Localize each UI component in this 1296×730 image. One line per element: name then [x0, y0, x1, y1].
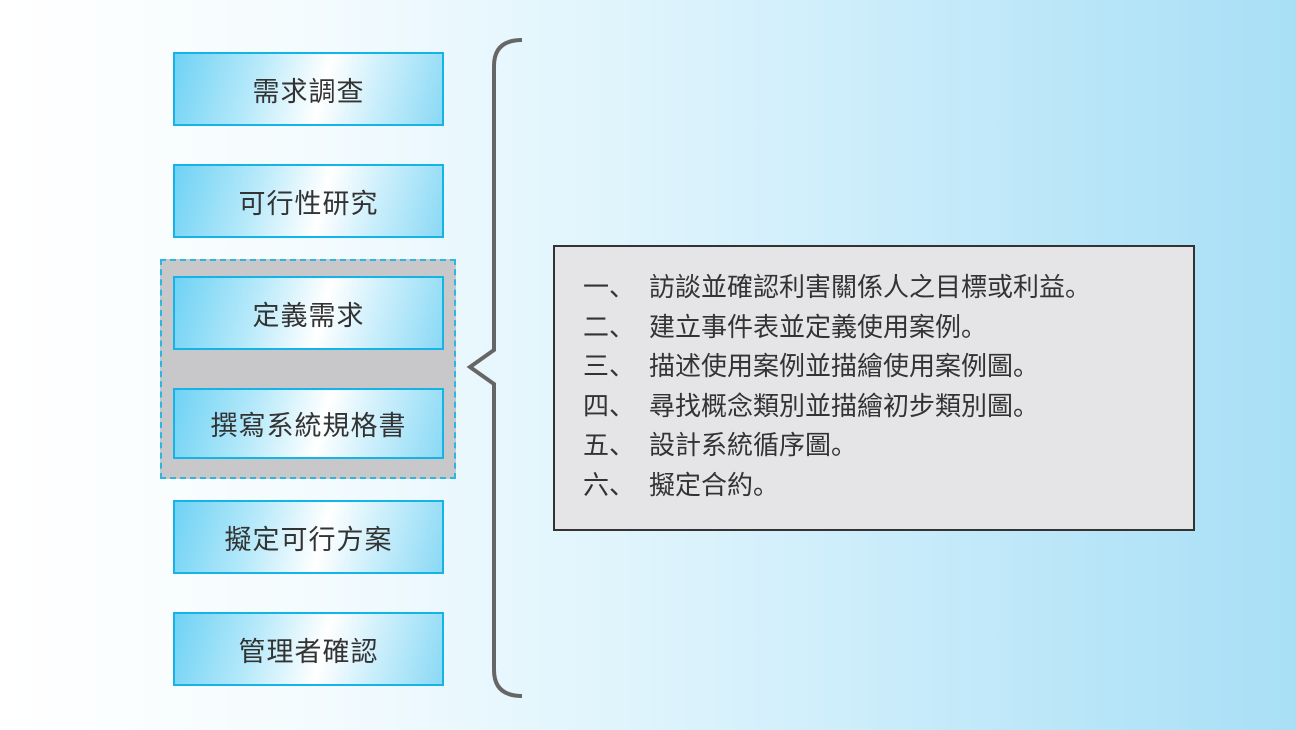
step-requirements-survey: 需求調查 [173, 52, 444, 126]
note-item: 一、訪談並確認利害關係人之目標或利益。 [583, 269, 1193, 309]
note-item: 三、描述使用案例並描繪使用案例圖。 [583, 348, 1193, 388]
note-item: 六、擬定合約。 [583, 467, 1193, 507]
step-manager-confirm: 管理者確認 [173, 612, 444, 686]
note-number: 一、 [583, 273, 636, 303]
step-label: 可行性研究 [238, 188, 379, 220]
note-item: 四、尋找概念類別並描繪初步類別圖。 [583, 388, 1193, 428]
note-number: 六、 [583, 470, 636, 501]
note-text: 描述使用案例並描繪使用案例圖。 [649, 352, 1040, 382]
step-draft-alternatives: 擬定可行方案 [173, 500, 444, 574]
note-number: 二、 [583, 312, 636, 343]
curly-brace [466, 38, 523, 698]
step-label: 定義需求 [252, 300, 365, 332]
note-item: 五、設計系統循序圖。 [583, 427, 1193, 467]
note-text: 訪談並確認利害關係人之目標或利益。 [649, 273, 1092, 303]
note-item: 二、建立事件表並定義使用案例。 [583, 309, 1193, 349]
note-text: 設計系統循序圖。 [649, 431, 858, 461]
step-label: 撰寫系統規格書 [210, 411, 407, 442]
note-text: 擬定合約。 [649, 470, 780, 501]
step-feasibility-study: 可行性研究 [173, 164, 444, 238]
step-write-spec: 撰寫系統規格書 [173, 388, 444, 459]
step-label: 擬定可行方案 [224, 524, 393, 556]
note-number: 四、 [583, 391, 636, 422]
notes-box: 一、訪談並確認利害關係人之目標或利益。 二、建立事件表並定義使用案例。 三、描述… [553, 245, 1195, 531]
note-number: 三、 [583, 352, 636, 382]
step-define-requirements: 定義需求 [173, 276, 444, 350]
note-text: 建立事件表並定義使用案例。 [649, 312, 988, 343]
note-number: 五、 [583, 431, 636, 461]
note-text: 尋找概念類別並描繪初步類別圖。 [649, 391, 1040, 422]
step-label: 需求調查 [252, 76, 365, 108]
step-label: 管理者確認 [238, 636, 379, 668]
